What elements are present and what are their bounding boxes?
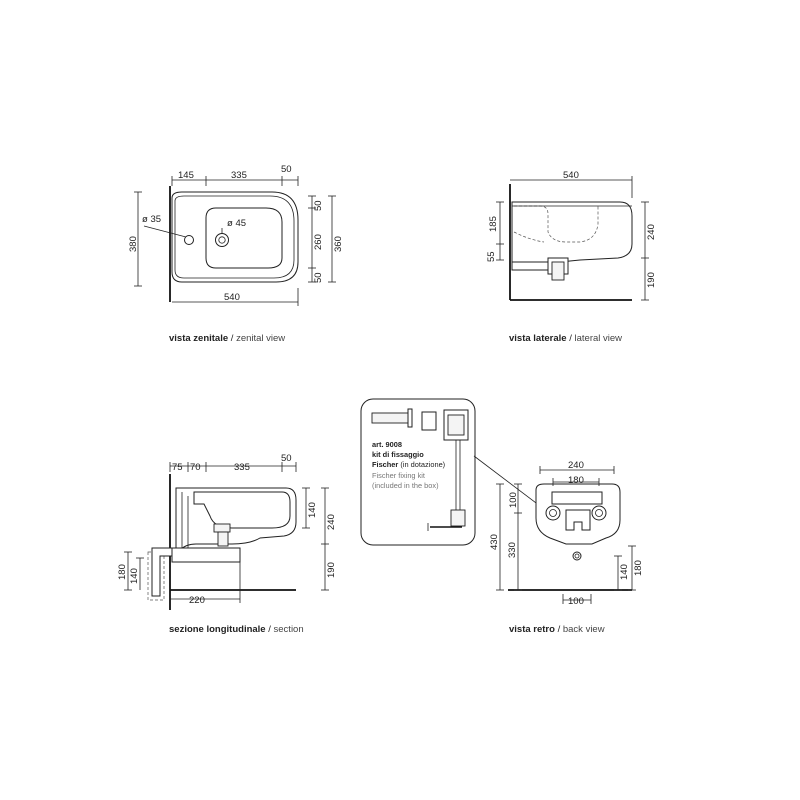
kit-name-en-2: (included in the box) xyxy=(372,481,439,490)
top-inner-basin xyxy=(205,207,283,269)
section-drain xyxy=(213,523,231,533)
dim-sec-240: 240 xyxy=(326,514,337,530)
dim-sec-75: 75 xyxy=(172,462,183,473)
dim-top-260: 260 xyxy=(313,234,324,250)
top-view: 145 335 50 540 380 ø 35 ø 45 50 260 50 3… xyxy=(128,164,344,344)
fixing-kit-callout: art. 9008 kit di fissaggio Fischer (in d… xyxy=(360,398,549,546)
dim-sec-70: 70 xyxy=(190,462,201,473)
dim-sec-190: 190 xyxy=(326,562,337,578)
kit-name-it-1: kit di fissaggio xyxy=(372,450,424,459)
dia35-leader xyxy=(143,225,187,238)
dim-top-380: 380 xyxy=(128,236,139,252)
dim-back-430: 430 xyxy=(489,534,500,550)
dim-lat-540: 540 xyxy=(563,170,579,181)
section-view: 75 70 335 50 140 240 190 180 140 220 sez… xyxy=(117,453,337,635)
back-center-block xyxy=(565,509,591,531)
back-fixing-left xyxy=(545,505,561,521)
dim-back-140: 140 xyxy=(619,564,630,580)
kit-art: art. 9008 xyxy=(372,440,402,449)
lateral-drain-pipe xyxy=(511,261,549,271)
back-view: 240 180 100 430 330 140 180 100 vista re… xyxy=(489,460,644,635)
dim-sec-140b: 140 xyxy=(129,568,140,584)
dim-back-100b: 100 xyxy=(568,596,584,607)
dim-top-50b: 50 xyxy=(313,272,324,283)
dim-sec-50: 50 xyxy=(281,453,292,464)
top-outer-rim xyxy=(174,195,295,279)
dim-sec-220: 220 xyxy=(189,595,205,606)
section-trap-pipe xyxy=(171,547,241,563)
tap-hole-35 xyxy=(184,235,194,245)
drain-hole-inner xyxy=(218,236,226,244)
dim-top-dia35: ø 35 xyxy=(142,214,161,225)
caption-lateral: vista laterale / lateral view xyxy=(509,333,622,344)
back-top-slot xyxy=(551,491,603,505)
dim-lat-55: 55 xyxy=(486,251,497,262)
dim-sec-180: 180 xyxy=(117,564,128,580)
caption-section: sezione longitudinale / section xyxy=(169,624,304,635)
dim-back-180: 180 xyxy=(568,475,584,486)
lateral-hidden-basin xyxy=(514,205,599,243)
drain-hole-45 xyxy=(215,233,229,247)
dim-back-240: 240 xyxy=(568,460,584,471)
dim-top-145: 145 xyxy=(178,170,194,181)
kit-name-en-1: Fischer fixing kit xyxy=(372,471,425,480)
kit-anchor xyxy=(421,411,437,431)
dim-top-50a: 50 xyxy=(313,200,324,211)
dim-back-100: 100 xyxy=(508,492,519,508)
dim-back-180b: 180 xyxy=(633,560,644,576)
dim-lat-190: 190 xyxy=(646,272,657,288)
lateral-body xyxy=(511,201,633,263)
dim-sec-335: 335 xyxy=(234,462,250,473)
kit-name-it-2: Fischer (in dotazione) xyxy=(372,460,445,469)
lateral-view: 540 185 55 240 190 vista laterale / late… xyxy=(486,170,657,344)
dim-top-540: 540 xyxy=(224,292,240,303)
kit-bolt xyxy=(371,412,409,424)
dim-lat-185: 185 xyxy=(488,216,499,232)
dim-top-335: 335 xyxy=(231,170,247,181)
dim-top-dia45: ø 45 xyxy=(227,218,246,229)
back-fixing-right xyxy=(591,505,607,521)
back-drain xyxy=(572,551,582,561)
dim-top-50: 50 xyxy=(281,164,292,175)
dim-back-330: 330 xyxy=(507,542,518,558)
section-basin-cut xyxy=(193,491,291,529)
caption-top: vista zenitale / zenital view xyxy=(169,333,285,344)
dim-top-360: 360 xyxy=(333,236,344,252)
caption-back: vista retro / back view xyxy=(509,624,605,635)
dim-sec-140: 140 xyxy=(307,502,318,518)
dim-lat-240: 240 xyxy=(646,224,657,240)
